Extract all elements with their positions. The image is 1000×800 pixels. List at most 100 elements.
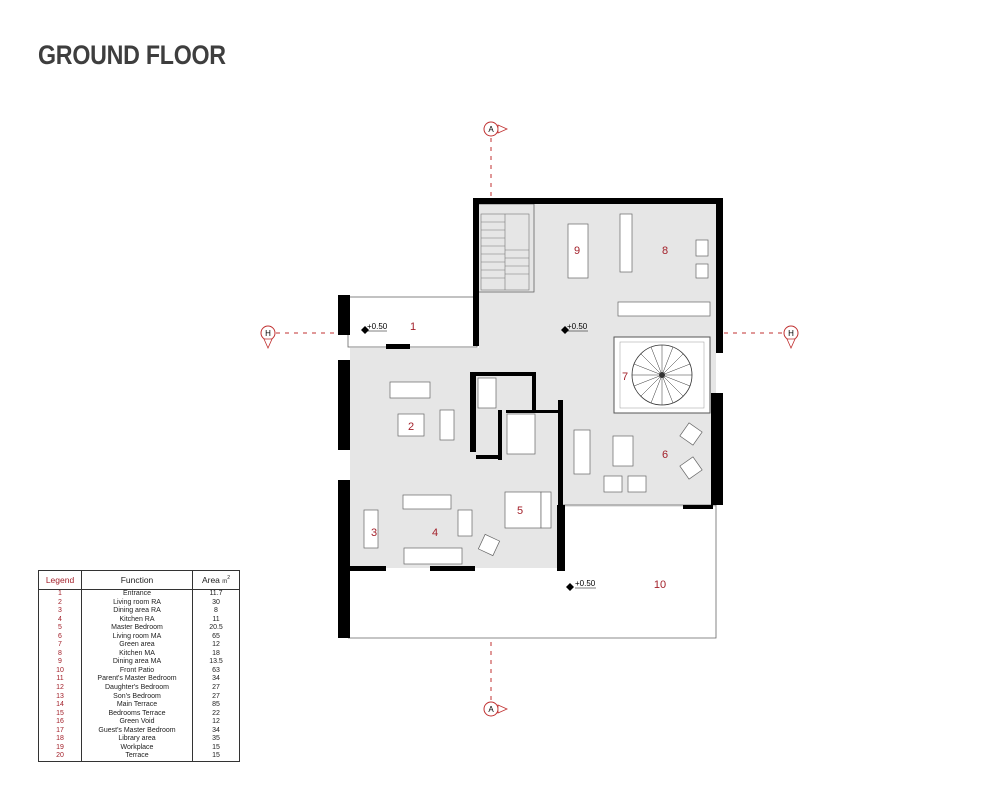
legend-function: Daughter's Bedroom — [81, 684, 193, 693]
section-lines — [276, 138, 787, 700]
legend-function: Green Void — [81, 718, 193, 727]
room-number: 7 — [622, 371, 628, 383]
legend-function: Library area — [81, 735, 193, 744]
legend-number: 1 — [38, 589, 82, 599]
legend-number: 3 — [38, 607, 82, 616]
legend-function: Dining area RA — [81, 607, 193, 616]
legend-function: Parent's Master Bedroom — [81, 675, 193, 685]
legend-area: 8 — [192, 607, 240, 616]
room-number: 9 — [574, 245, 580, 257]
legend-function: Entrance — [81, 589, 193, 599]
stairs — [480, 213, 530, 291]
legend-area: 18 — [192, 649, 240, 659]
section-label-h-left: H — [265, 329, 271, 338]
legend-area: 65 — [192, 632, 240, 642]
legend-number: 7 — [38, 641, 82, 650]
legend-area: 30 — [192, 598, 240, 608]
kitchen-counter-ra — [402, 494, 452, 510]
legend-area: 11.7 — [192, 589, 240, 599]
section-marker-h-right: H — [783, 325, 799, 349]
level-label: +0.50 — [575, 579, 596, 588]
kitchen-island-ma — [619, 213, 633, 273]
room-numbers: 1 2 3 4 5 6 7 8 9 10 — [371, 245, 668, 591]
legend-function: Kitchen RA — [81, 615, 193, 625]
legend-number: 5 — [38, 624, 82, 633]
section-marker-a-bottom: A — [483, 701, 508, 717]
level-marker: +0.50 — [561, 322, 588, 334]
level-marker: +0.50 — [566, 579, 596, 591]
legend-area: 20.5 — [192, 624, 240, 633]
legend-header: Legend — [38, 570, 82, 590]
legend-area: 12 — [192, 641, 240, 650]
legend-number: 10 — [38, 666, 82, 676]
legend-function: Workplace — [81, 743, 193, 753]
legend-function: Kitchen MA — [81, 649, 193, 659]
legend-number: 17 — [38, 726, 82, 736]
legend-number: 18 — [38, 735, 82, 744]
legend-area: 85 — [192, 701, 240, 710]
walls — [338, 198, 723, 638]
legend-function: Guest's Master Bedroom — [81, 726, 193, 736]
legend-number: 13 — [38, 692, 82, 702]
legend-area: 34 — [192, 726, 240, 736]
legend-area: 34 — [192, 675, 240, 685]
legend-number: 9 — [38, 658, 82, 667]
legend-number: 19 — [38, 743, 82, 753]
section-marker-h-left: H — [260, 325, 276, 349]
section-label-a-top: A — [488, 125, 494, 134]
legend-function: Dining area MA — [81, 658, 193, 667]
dining-table-ra — [363, 509, 379, 549]
legend-function: Terrace — [81, 752, 193, 762]
kitchen-counter-ma — [617, 301, 711, 317]
legend-number: 16 — [38, 718, 82, 727]
dining-table-ma — [567, 223, 589, 279]
legend-number: 20 — [38, 752, 82, 762]
legend-function: Living room MA — [81, 632, 193, 642]
room-number: 2 — [408, 421, 414, 433]
legend-number: 8 — [38, 649, 82, 659]
legend-function: Son's Bedroom — [81, 692, 193, 702]
legend-number: 2 — [38, 598, 82, 608]
room-number: 3 — [371, 527, 377, 539]
room-number: 1 — [410, 321, 416, 333]
area-header: Area m2 — [192, 570, 240, 590]
legend-area: 15 — [192, 752, 240, 762]
room-number: 8 — [662, 245, 668, 257]
legend-area: 11 — [192, 615, 240, 625]
legend-function: Bedrooms Terrace — [81, 709, 193, 719]
room-number: 4 — [432, 527, 438, 539]
legend-number: 12 — [38, 684, 82, 693]
legend-number: 6 — [38, 632, 82, 642]
function-header: Function — [81, 570, 193, 590]
legend-function: Master Bedroom — [81, 624, 193, 633]
sofa-ra — [389, 381, 431, 399]
legend-area: 13.5 — [192, 658, 240, 667]
legend-area: 12 — [192, 718, 240, 727]
furniture — [363, 213, 711, 565]
legend-area: 22 — [192, 709, 240, 719]
legend-area: 27 — [192, 692, 240, 702]
legend-number: 4 — [38, 615, 82, 625]
legend-area: 15 — [192, 743, 240, 753]
